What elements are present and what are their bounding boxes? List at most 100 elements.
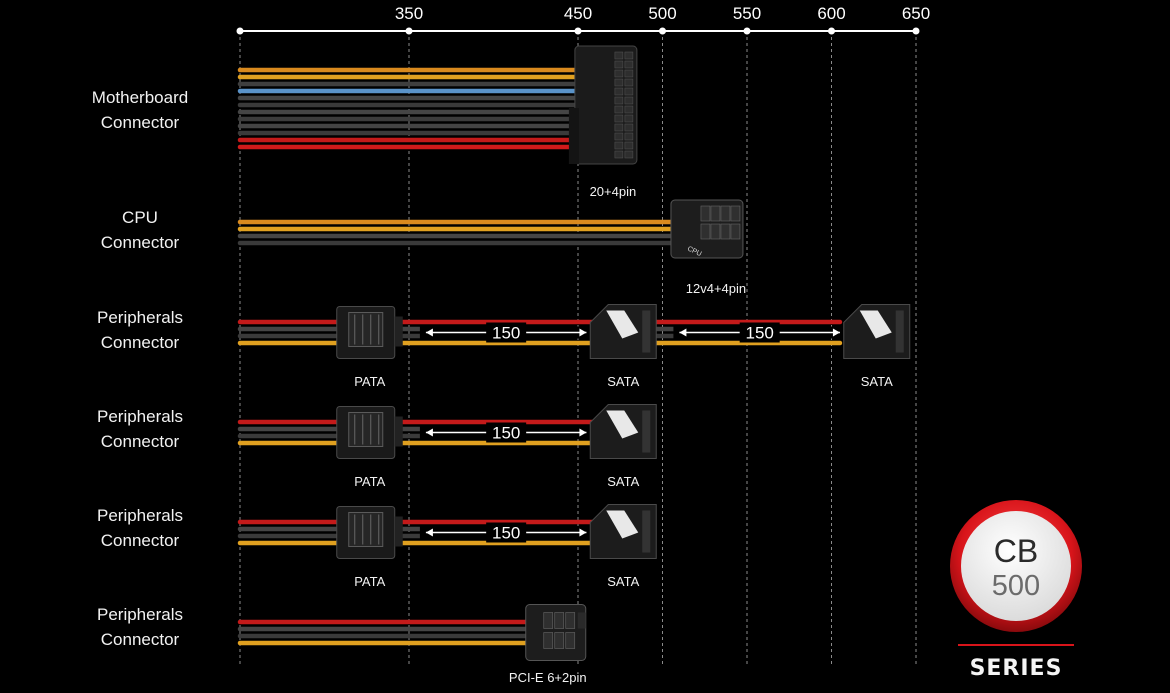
sata-latch — [606, 310, 639, 339]
scale-tick-dot — [743, 27, 751, 35]
row-label-line1: Peripherals — [97, 407, 183, 426]
scale-tick-label: 450 — [564, 4, 592, 23]
connector-caption: PATA — [354, 574, 386, 589]
atx-pin — [624, 78, 634, 87]
row-label-line1: Motherboard — [91, 88, 189, 107]
pcie-pin — [565, 612, 576, 629]
row-label-line1: Peripherals — [97, 506, 183, 525]
connector-caption: SATA — [607, 374, 640, 389]
atx-pin — [624, 87, 634, 96]
pcie-pin — [543, 632, 554, 649]
row-label-line1: CPU — [122, 208, 158, 227]
atx-pin — [614, 78, 624, 87]
atx-pin — [624, 114, 634, 123]
pata-tab — [394, 316, 403, 347]
atx-pin — [614, 141, 624, 150]
sata-latch — [606, 510, 639, 539]
atx-pin — [614, 150, 624, 159]
pcie-pin — [554, 632, 565, 649]
span-length-label: 150 — [745, 324, 773, 343]
span-arrow-left-icon — [425, 428, 433, 437]
span-label-backdrop — [486, 522, 527, 543]
connector-row: 150 — [237, 404, 657, 459]
pcie-connector — [525, 604, 587, 661]
atx-pin — [614, 87, 624, 96]
atx-pin — [614, 96, 624, 105]
span-arrow-left-icon — [679, 328, 687, 337]
sata-edge — [642, 410, 651, 453]
connector-caption: 20+4pin — [589, 184, 637, 199]
pcie-extra-pin — [577, 612, 586, 629]
scale-tick-dot — [828, 27, 835, 35]
span-arrow-right-icon — [579, 528, 587, 537]
connector-caption: PATA — [354, 374, 386, 389]
pata-connector — [336, 306, 403, 359]
row-label-line2: Connector — [100, 233, 180, 252]
atx-pin — [614, 69, 624, 78]
pata-face — [348, 312, 384, 347]
pata-connector — [336, 406, 403, 459]
scale-tick-label: 600 — [817, 4, 845, 23]
span-arrow-left-icon — [425, 528, 433, 537]
span-length-label: 150 — [492, 424, 520, 443]
cpu-pin — [710, 223, 721, 240]
atx-connector — [568, 45, 638, 165]
row-label-line2: Connector — [100, 630, 180, 649]
cpu-pin — [700, 205, 711, 222]
pcie-pin — [565, 632, 576, 649]
row-label-line2: Connector — [100, 113, 180, 132]
span-label-backdrop — [486, 422, 527, 443]
pata-face — [348, 512, 384, 547]
row-label: CPU Connector — [60, 205, 220, 255]
span-arrow-right-icon — [579, 428, 587, 437]
span-length-label: 150 — [492, 524, 520, 543]
scale-tick-dot — [574, 27, 582, 35]
row-label-line1: Peripherals — [97, 308, 183, 327]
atx-pin — [614, 51, 624, 60]
sata-connector — [589, 304, 657, 359]
connector-caption: PATA — [354, 474, 386, 489]
span-arrow-right-icon — [832, 328, 840, 337]
atx-pin — [624, 60, 634, 69]
scale-tick-label: 650 — [902, 4, 930, 23]
pata-tab — [394, 516, 403, 547]
series-accent-bar — [958, 644, 1074, 646]
sata-connector — [589, 504, 657, 559]
cpu-connector: CPU — [670, 199, 744, 259]
series-badge: SERIES — [958, 644, 1074, 681]
atx-latch — [568, 108, 579, 164]
connector-caption: SATA — [607, 474, 640, 489]
atx-pin — [614, 60, 624, 69]
cpu-pin — [730, 205, 741, 222]
atx-pin — [624, 141, 634, 150]
connector-caption: SATA — [860, 374, 893, 389]
sata-latch — [606, 410, 639, 439]
row-label-line1: Peripherals — [97, 605, 183, 624]
span-label-backdrop — [486, 322, 527, 343]
scale-tick-label: 550 — [733, 4, 761, 23]
series-text: SERIES — [969, 656, 1063, 681]
atx-pin — [614, 132, 624, 141]
atx-pin — [614, 105, 624, 114]
atx-pin — [614, 114, 624, 123]
scale-tick-dot — [405, 27, 413, 35]
sata-edge — [642, 310, 651, 353]
atx-pin — [624, 51, 634, 60]
connector-caption: SATA — [607, 574, 640, 589]
scale-tick-label: 350 — [395, 4, 423, 23]
atx-pin — [624, 69, 634, 78]
sata-edge — [642, 510, 651, 553]
pcie-pin — [543, 612, 554, 629]
row-label-line2: Connector — [100, 333, 180, 352]
scale-tick-dot — [912, 27, 920, 35]
atx-pin — [624, 123, 634, 132]
sata-edge — [895, 310, 904, 353]
